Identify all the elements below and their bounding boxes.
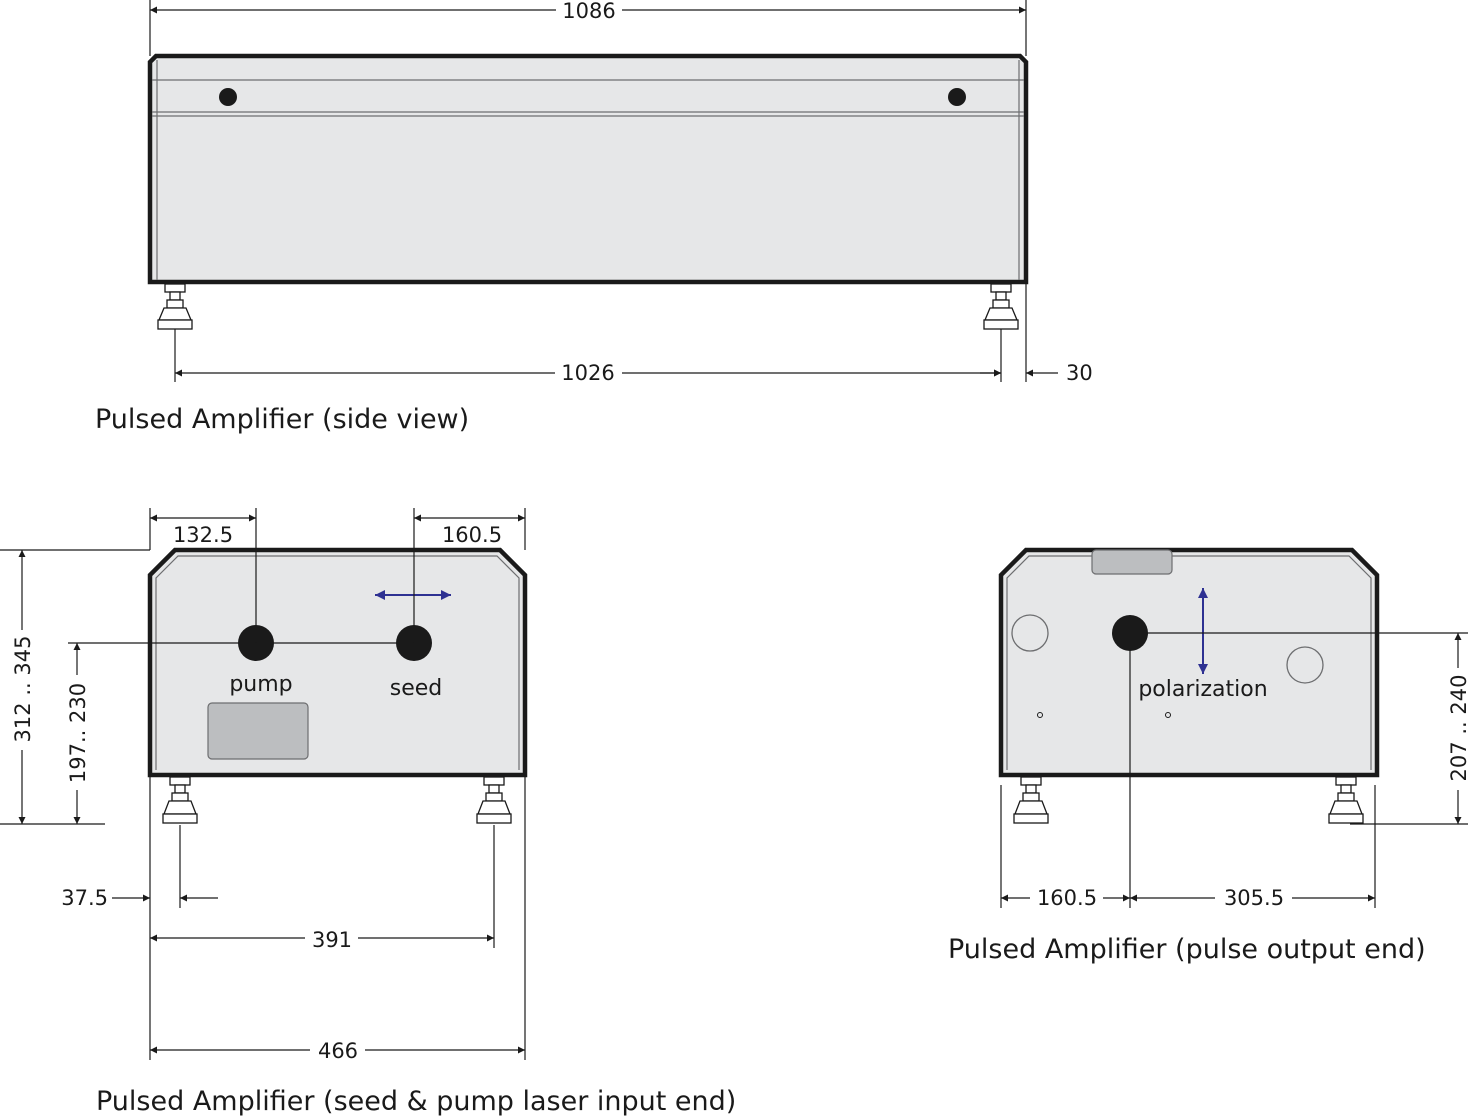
- input-end-housing: [147, 547, 528, 778]
- side-mount-hole-left: [219, 88, 237, 106]
- output-end-caption: Pulsed Amplifier (pulse output end): [948, 934, 1426, 965]
- output-end-view: polarization 207 .. 240 160.5: [948, 547, 1471, 965]
- dim-side-feet-spacing: 1026: [561, 361, 614, 385]
- output-foot-left: [1013, 776, 1049, 824]
- side-view: 1086 1026 30 Pulsed Amplifier (side view…: [95, 0, 1093, 435]
- dim-input-feet-spacing: 391: [312, 928, 352, 952]
- output-screw-right: [1165, 712, 1171, 718]
- pump-label: pump: [229, 672, 292, 697]
- dim-output-beam-height: 207 .. 240: [1447, 675, 1471, 782]
- dim-input-width: 466: [318, 1039, 358, 1063]
- input-panel: [207, 702, 309, 760]
- output-foot-right: [1328, 776, 1364, 824]
- output-hole-right: [1286, 646, 1324, 684]
- input-foot-left: [162, 776, 198, 824]
- dim-side-foot-offset: 30: [1066, 361, 1093, 385]
- output-screw-left: [1037, 712, 1043, 718]
- output-end-housing: [998, 547, 1380, 778]
- dim-input-height-range: 312 .. 345: [11, 636, 35, 743]
- input-end-caption: Pulsed Amplifier (seed & pump laser inpu…: [96, 1086, 736, 1117]
- dim-output-beam-from-left: 160.5: [1037, 886, 1097, 910]
- dim-output-beam-to-right: 305.5: [1224, 886, 1284, 910]
- side-mount-hole-right: [948, 88, 966, 106]
- output-hole-left: [1011, 614, 1049, 652]
- dim-side-total-length: 1086: [562, 0, 615, 23]
- side-housing: [147, 53, 1029, 285]
- dim-pump-from-left: 132.5: [173, 523, 233, 547]
- polarization-label: polarization: [1138, 677, 1267, 702]
- side-foot-left: [157, 283, 193, 330]
- seed-label: seed: [390, 676, 443, 701]
- dim-input-foot-inset: 37.5: [61, 886, 108, 910]
- dim-input-beam-height: 197.. 230: [66, 683, 90, 783]
- input-end-view: pump seed 132.5 160.5: [0, 508, 736, 1117]
- side-foot-right: [983, 283, 1019, 330]
- side-view-caption: Pulsed Amplifier (side view): [95, 404, 469, 435]
- output-top-tab: [1091, 549, 1173, 575]
- input-foot-right: [476, 776, 512, 824]
- dim-seed-from-right: 160.5: [442, 523, 502, 547]
